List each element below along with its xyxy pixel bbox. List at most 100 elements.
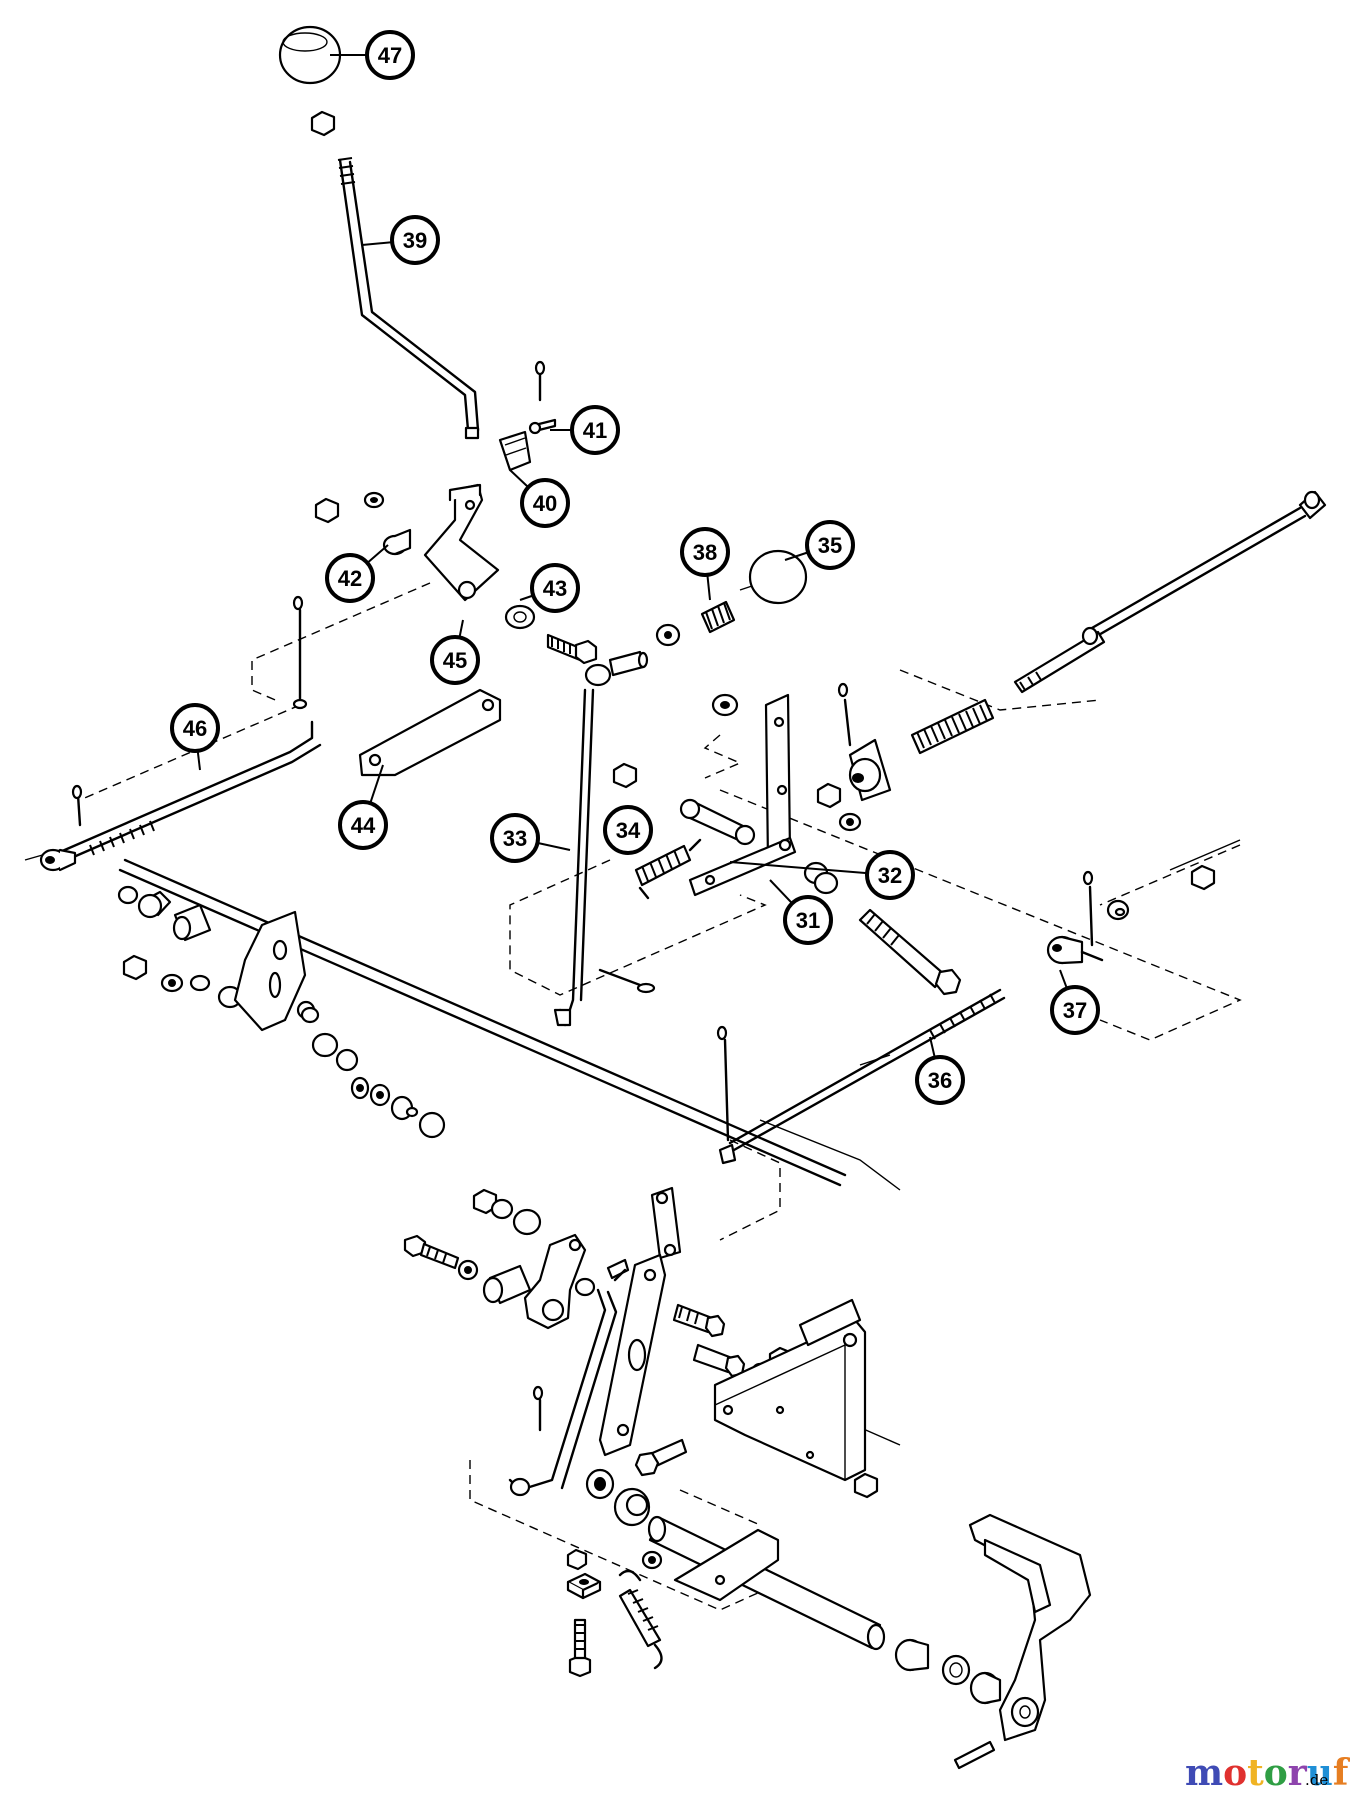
compression-spring xyxy=(910,698,995,755)
shift-arm-lower xyxy=(523,1233,587,1330)
pivot-bushing xyxy=(837,682,892,802)
callout-label-36: 36 xyxy=(928,1068,952,1093)
watermark-letter: m xyxy=(1185,1752,1223,1794)
bracket-nut-left xyxy=(314,497,340,524)
cotter-pin-rod xyxy=(292,595,308,710)
shift-bracket xyxy=(423,483,500,602)
frame-nut-lower xyxy=(853,1472,879,1499)
shift-lever-rod xyxy=(337,157,480,440)
vertical-link xyxy=(650,1186,682,1260)
cotter-pin-lower xyxy=(532,1385,544,1432)
callout-circle-34 xyxy=(603,805,653,855)
callout-label-32: 32 xyxy=(878,863,902,888)
watermark-letter: f xyxy=(1333,1752,1350,1794)
link-pin xyxy=(608,650,649,677)
frame-bolt-lower xyxy=(634,1438,688,1477)
callout-46: 46 xyxy=(170,703,220,771)
callout-circle-37 xyxy=(1050,985,1100,1035)
callout-35: 35 xyxy=(784,520,855,570)
callout-label-37: 37 xyxy=(1063,998,1087,1023)
callout-circle-47 xyxy=(365,30,415,80)
pedal-roll-pin xyxy=(953,1740,996,1770)
bracket-nut-upper xyxy=(612,762,638,789)
cotter-pin-top xyxy=(534,360,546,402)
neutral-arm xyxy=(1046,870,1104,965)
clevis-pin xyxy=(528,418,557,435)
callout-circle-42 xyxy=(325,553,375,603)
detent-plate xyxy=(233,910,320,1032)
adjust-spring xyxy=(700,600,736,634)
long-control-rod xyxy=(1083,490,1327,642)
shift-crank xyxy=(508,1268,627,1497)
main-cross-shaft xyxy=(118,858,847,1187)
watermark-letter: t xyxy=(1247,1752,1264,1794)
link-plate xyxy=(358,688,502,777)
bracket-washer-upper xyxy=(711,693,739,717)
frame-bolt-upper xyxy=(672,1303,726,1338)
shift-arm-spacer xyxy=(574,1277,596,1297)
callout-38: 38 xyxy=(680,527,730,601)
callout-label-43: 43 xyxy=(543,576,567,601)
callout-circle-31 xyxy=(783,895,833,945)
lower-hardware-stack xyxy=(472,1188,542,1236)
watermark-letter: o xyxy=(1223,1752,1247,1794)
brake-pedal xyxy=(968,1513,1092,1742)
pedal-spacer xyxy=(969,1671,1002,1705)
callout-label-34: 34 xyxy=(616,818,641,843)
bracket-bolt xyxy=(546,633,598,665)
callout-circle-44 xyxy=(338,800,388,850)
neutral-bracket xyxy=(688,693,797,897)
callout-circle-41 xyxy=(570,405,620,455)
bracket-sleeve xyxy=(679,798,756,846)
pedal-shaft-bushing xyxy=(613,1487,651,1527)
bracket-spacer xyxy=(382,528,412,556)
callout-40: 40 xyxy=(509,469,570,528)
callout-label-39: 39 xyxy=(403,228,427,253)
shaft-spacers xyxy=(117,885,212,942)
pedal-shaft xyxy=(647,1515,886,1651)
cotter-pin-link xyxy=(598,968,656,994)
callout-32: 32 xyxy=(729,850,915,900)
lower-left-bolt xyxy=(403,1234,460,1270)
cotter-pin-neutral xyxy=(716,1025,737,1165)
frame-bolt-middle xyxy=(692,1343,746,1378)
callout-43: 43 xyxy=(519,563,580,613)
callout-39: 39 xyxy=(361,215,440,265)
callout-label-41: 41 xyxy=(583,418,607,443)
callout-label-44: 44 xyxy=(351,813,376,838)
knob-nut xyxy=(310,110,336,137)
lower-left-spacer xyxy=(482,1264,532,1305)
cotter-pin-left xyxy=(71,784,83,827)
watermark-letter: u xyxy=(1307,1752,1333,1794)
left-hardware-stack xyxy=(122,954,243,1009)
callout-36: 36 xyxy=(915,1036,965,1105)
callout-37: 37 xyxy=(1050,969,1100,1035)
pedal-bushing xyxy=(894,1638,930,1672)
callout-label-46: 46 xyxy=(183,716,207,741)
callout-circle-38 xyxy=(680,527,730,577)
callout-circle-45 xyxy=(430,635,480,685)
neutral-washer xyxy=(1106,899,1130,921)
callout-34: 34 xyxy=(603,805,653,855)
upper-right-washer xyxy=(838,812,862,832)
pedal-washer xyxy=(941,1654,971,1686)
bracket-spring xyxy=(634,838,702,900)
watermark-letter: r xyxy=(1288,1752,1308,1794)
watermark-suffix: .de xyxy=(1305,1771,1328,1789)
rod-sleeve xyxy=(1013,626,1106,694)
upper-right-nut xyxy=(816,782,842,809)
callout-label-47: 47 xyxy=(378,43,402,68)
neutral-nut xyxy=(1190,864,1216,891)
shift-knob xyxy=(278,25,342,85)
callout-label-42: 42 xyxy=(338,566,362,591)
extension-spring xyxy=(618,1569,663,1670)
callout-leader-32 xyxy=(729,861,891,876)
callout-47: 47 xyxy=(330,30,415,80)
callout-circle-46 xyxy=(170,703,220,753)
pedal-shaft-washer xyxy=(585,1468,615,1500)
callout-circle-35 xyxy=(805,520,855,570)
callout-label-33: 33 xyxy=(503,826,527,851)
knob-ball xyxy=(739,549,808,605)
callout-circle-36 xyxy=(915,1055,965,1105)
